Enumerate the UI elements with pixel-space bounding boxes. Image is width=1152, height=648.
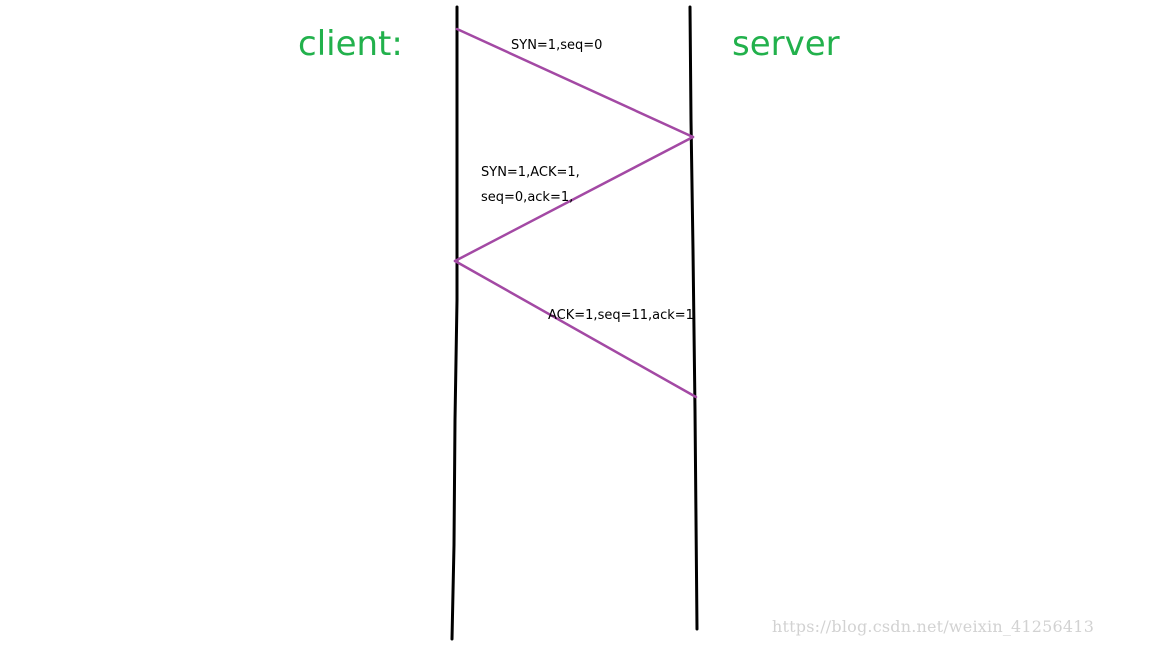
server-label: server — [732, 24, 840, 64]
server-lifeline — [688, 5, 699, 631]
syn-arrow — [455, 27, 695, 139]
syn-ack-message-line2: seq=0,ack=1, — [481, 190, 574, 205]
ack-arrow — [453, 259, 698, 399]
watermark-text: https://blog.csdn.net/weixin_41256413 — [772, 617, 1095, 636]
ack-message-label: ACK=1,seq=11,ack=1 — [548, 308, 694, 323]
syn-message-label: SYN=1,seq=0 — [511, 38, 603, 53]
syn-ack-message-line1: SYN=1,ACK=1, — [481, 165, 580, 180]
syn-ack-arrow — [453, 135, 695, 263]
client-label: client: — [298, 24, 403, 64]
client-lifeline — [450, 5, 459, 641]
